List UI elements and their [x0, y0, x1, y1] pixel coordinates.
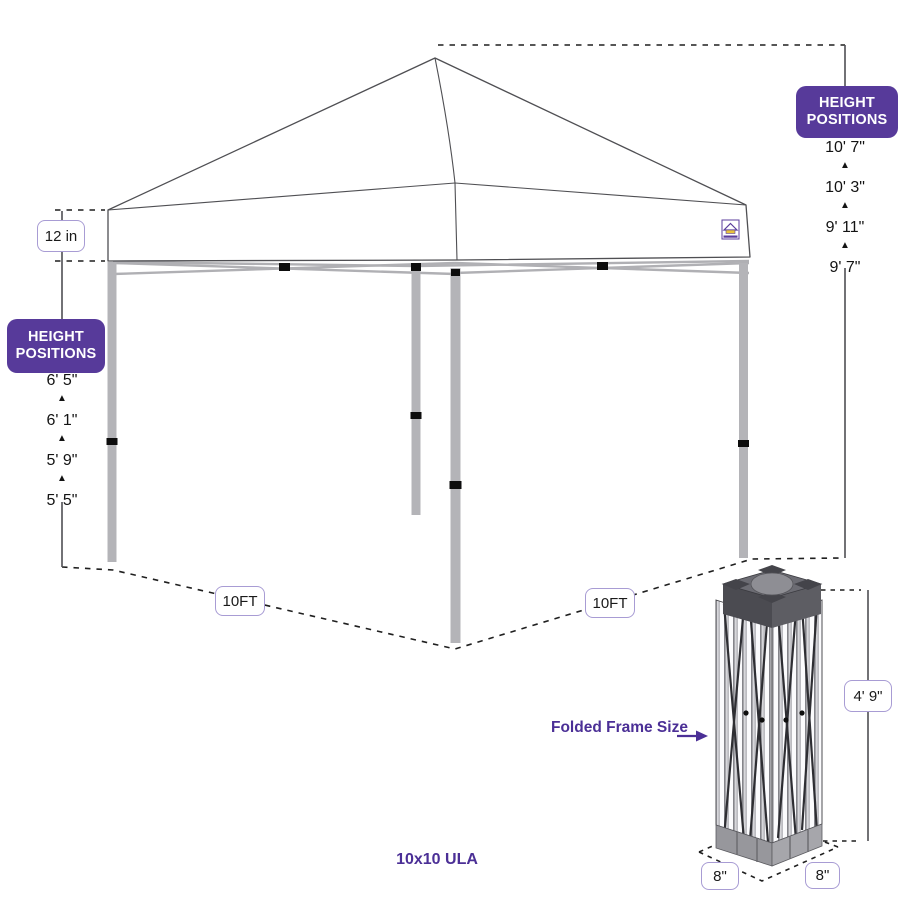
height-value: 9' 11" [825, 219, 865, 236]
height-value: 6' 5" [46, 372, 78, 389]
pointer-arrow-icon [677, 730, 708, 742]
footprint-width-label-left: 10FT [215, 586, 265, 616]
brand-logo-icon [721, 219, 740, 240]
leg-adjustment-buttons [106, 412, 749, 489]
folded-frame-top-cap [721, 565, 823, 628]
height-value: 10' 7" [825, 139, 865, 156]
up-arrow-icon: ▲ [57, 393, 67, 404]
solid-dimension-lines [61, 45, 869, 841]
folded-frame-height-label: 4' 9" [844, 680, 892, 712]
height-values-right: 10' 7" ▲ 10' 3" ▲ 9' 11" ▲ 9' 7" [795, 139, 895, 280]
folded-frame-feet [715, 823, 823, 867]
height-positions-badge-left: HEIGHT POSITIONS [7, 319, 105, 373]
folded-frame-base-width-label: 8" [701, 862, 739, 890]
tent-legs [106, 262, 749, 643]
tent-truss-bars [112, 259, 750, 276]
valance-height-label: 12 in [37, 220, 85, 252]
up-arrow-icon: ▲ [840, 200, 850, 211]
height-value: 9' 7" [829, 259, 861, 276]
up-arrow-icon: ▲ [840, 240, 850, 251]
height-value: 6' 1" [46, 412, 78, 429]
folded-frame-base-depth-label: 8" [805, 862, 840, 889]
height-value: 5' 9" [46, 452, 78, 469]
product-title: 10x10 ULA [396, 851, 478, 868]
height-value: 10' 3" [825, 179, 865, 196]
up-arrow-icon: ▲ [57, 433, 67, 444]
frame-rivets [743, 710, 805, 723]
up-arrow-icon: ▲ [57, 473, 67, 484]
footprint-width-label-right: 10FT [585, 588, 635, 618]
canopy-top [107, 57, 751, 262]
height-values-left: 6' 5" ▲ 6' 1" ▲ 5' 9" ▲ 5' 5" [12, 372, 112, 513]
height-positions-badge-right: HEIGHT POSITIONS [796, 86, 898, 138]
up-arrow-icon: ▲ [840, 160, 850, 171]
truss-connectors [279, 262, 608, 276]
folded-frame-size-label: Folded Frame Size [551, 719, 688, 736]
folded-frame-illustration [715, 565, 823, 867]
height-value: 5' 5" [46, 492, 78, 509]
